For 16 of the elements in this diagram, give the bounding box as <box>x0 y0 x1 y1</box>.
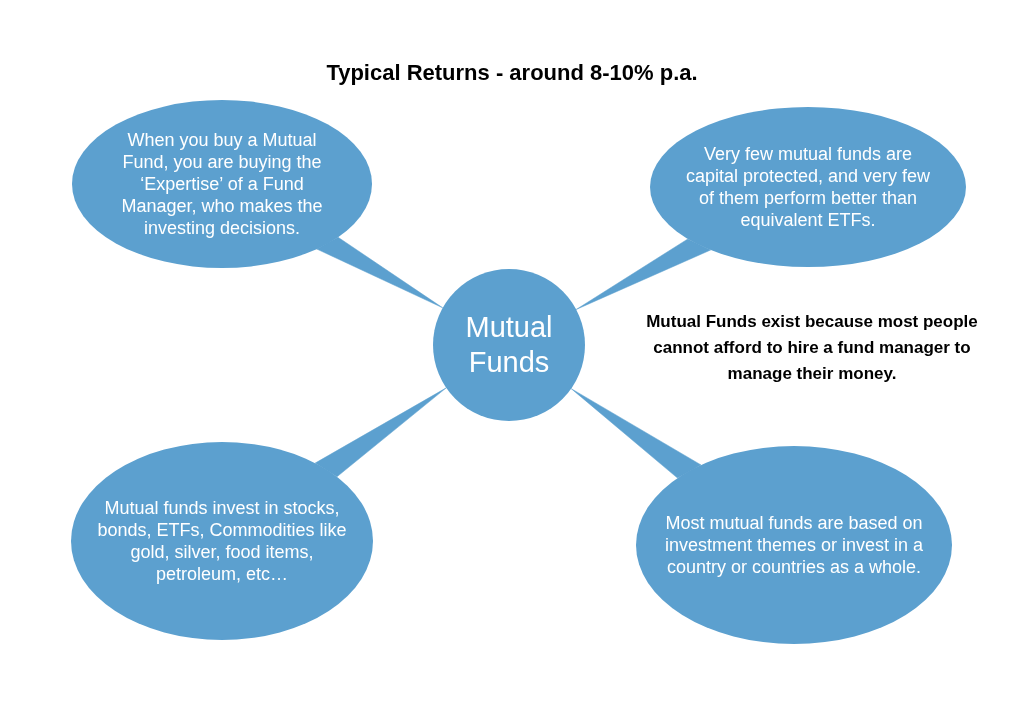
bubble-tail <box>575 238 711 310</box>
topic-text: Mutual Funds <box>464 310 554 380</box>
speech-bubble <box>650 107 966 267</box>
speech-bubble <box>72 100 372 268</box>
note-text: Mutual Funds exist because most people cannot afford to hire a fund manager to manage their money. <box>645 311 979 385</box>
bubble-tail <box>314 387 447 478</box>
bubble-tail <box>570 388 702 479</box>
bubble-text: Most mutual funds are based on investment themes or invest in a country or countries as a whole. <box>663 512 925 578</box>
bubble-text: Mutual funds invest in stocks, bonds, ETFs, Commodities like gold, silver, food items, petroleum, etc… <box>96 497 348 585</box>
speech-bubble <box>71 442 373 640</box>
bubble-text: When you buy a Mutual Fund, you are buying the ‘Expertise’ of a Fund Manager, who makes the investing decisions. <box>120 129 324 239</box>
bubble-text: Very few mutual funds are capital protected, and very few of them perform better than equivalent ETFs. <box>684 143 932 231</box>
speech-bubble <box>636 446 952 644</box>
title: Typical Returns - around 8-10% p.a. <box>325 60 699 86</box>
topic-circle <box>433 269 585 421</box>
bubble-tail <box>316 237 443 309</box>
